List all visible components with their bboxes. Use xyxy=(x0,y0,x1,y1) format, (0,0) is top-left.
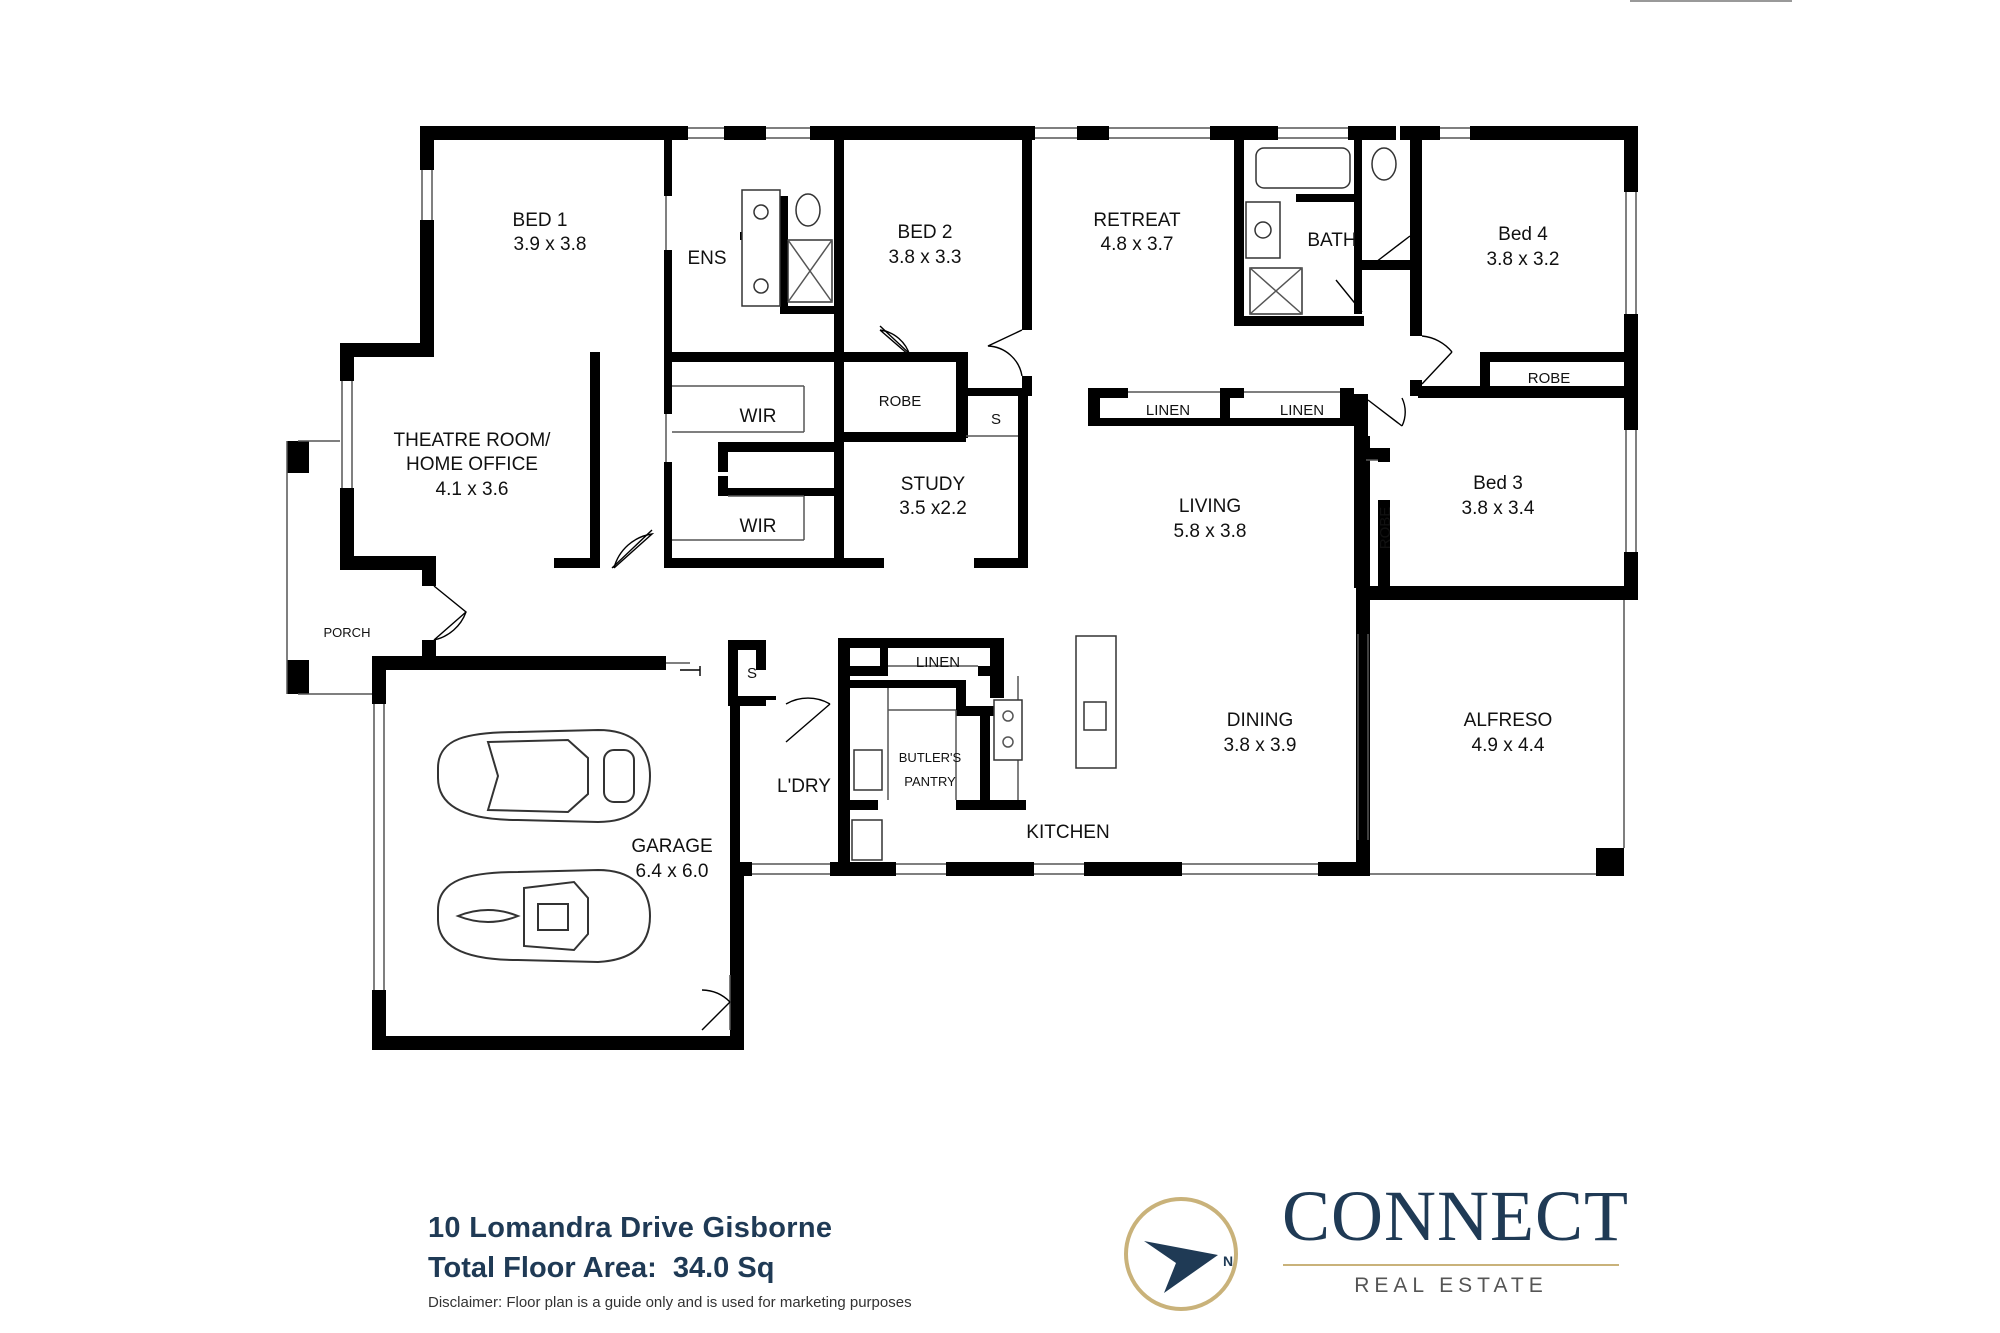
toilet-icon xyxy=(795,193,821,227)
brand-logo: CONNECT xyxy=(1282,1176,1629,1256)
disclaimer: Disclaimer: Floor plan is a guide only a… xyxy=(428,1294,912,1311)
ens-label: ENS xyxy=(687,248,726,269)
dining-size: 3.8 x 3.9 xyxy=(1224,735,1297,756)
total-area-label: Total Floor Area: xyxy=(428,1252,657,1284)
butlers-label-1: BUTLER'S xyxy=(899,750,962,765)
north-arrow-icon: N xyxy=(1124,1197,1238,1311)
retreat-size: 4.8 x 3.7 xyxy=(1101,234,1174,255)
top-edge-line xyxy=(1630,0,1792,2)
porch-label: PORCH xyxy=(324,625,371,640)
bath-label: BATH xyxy=(1307,230,1356,251)
bed3-size: 3.8 x 3.4 xyxy=(1462,498,1535,519)
study-size: 3.5 x2.2 xyxy=(899,498,967,519)
bed1-size: 3.9 x 3.8 xyxy=(514,234,587,255)
toilet-icon xyxy=(1371,147,1397,181)
robe-bed3-label: ROBE xyxy=(1377,507,1394,550)
bed1-label: BED 1 xyxy=(513,210,568,231)
laundry-label: L'DRY xyxy=(777,776,831,797)
robe-bed4-label: ROBE xyxy=(1528,370,1571,387)
kitchen-label: KITCHEN xyxy=(1026,822,1109,843)
bed3-label: Bed 3 xyxy=(1473,473,1523,494)
sink-icon xyxy=(1083,701,1107,731)
living-size: 5.8 x 3.8 xyxy=(1174,521,1247,542)
study-label: STUDY xyxy=(901,474,966,495)
theatre-size: 4.1 x 3.6 xyxy=(436,479,509,500)
wir-top-label: WIR xyxy=(740,406,777,427)
total-area-value: 34.0 Sq xyxy=(672,1252,775,1284)
interior-walls xyxy=(554,136,1628,876)
living-label: LIVING xyxy=(1179,496,1241,517)
alfreso-label: ALFRESO xyxy=(1464,710,1553,731)
bed2-size: 3.8 x 3.3 xyxy=(889,247,962,268)
theatre-label-1: THEATRE ROOM/ xyxy=(394,430,552,451)
property-address: 10 Lomandra Drive Gisborne xyxy=(428,1212,833,1244)
fan-icon xyxy=(851,819,883,861)
basin-icon xyxy=(1254,221,1272,239)
fixtures xyxy=(741,147,1397,861)
dining-label: DINING xyxy=(1227,710,1294,731)
bed4-size: 3.8 x 3.2 xyxy=(1487,249,1560,270)
wir-bottom-label: WIR xyxy=(740,516,777,537)
brand-subtitle: REAL ESTATE xyxy=(1354,1274,1548,1297)
theatre-label-2: HOME OFFICE xyxy=(406,454,538,475)
bathtub-icon xyxy=(1255,147,1351,189)
total-floor-area: Total Floor Area: 34.0 Sq xyxy=(428,1252,774,1285)
butlers-label-2: PANTRY xyxy=(904,774,956,789)
alfreso-size: 4.9 x 4.4 xyxy=(1472,735,1545,756)
compass-letter: N xyxy=(1223,1253,1233,1269)
retreat-label: RETREAT xyxy=(1093,210,1181,231)
linen-right-label: LINEN xyxy=(1280,402,1324,419)
basin-icon xyxy=(753,204,769,220)
bed2-label: BED 2 xyxy=(898,222,953,243)
linen-left-label: LINEN xyxy=(1146,402,1190,419)
convertible-car-icon xyxy=(437,868,652,964)
s-laundry-label: S xyxy=(747,665,757,682)
garage-size: 6.4 x 6.0 xyxy=(636,861,709,882)
s-top-label: S xyxy=(991,411,1001,428)
room-labels: BED 1 3.9 x 3.8 ENS BED 2 3.8 x 3.3 RETR… xyxy=(324,210,1571,882)
garage-label: GARAGE xyxy=(631,836,712,857)
doors xyxy=(433,235,1453,1031)
robe-bed2-label: ROBE xyxy=(879,393,922,410)
brand-divider xyxy=(1283,1264,1619,1266)
cooktop-icon xyxy=(993,699,1023,761)
laundry-tub-icon xyxy=(853,749,883,791)
basin-icon xyxy=(753,278,769,294)
bed4-label: Bed 4 xyxy=(1498,224,1548,245)
exterior-walls xyxy=(286,126,1638,1050)
linen-kitchen-label: LINEN xyxy=(916,654,960,671)
car-icon xyxy=(437,728,652,824)
